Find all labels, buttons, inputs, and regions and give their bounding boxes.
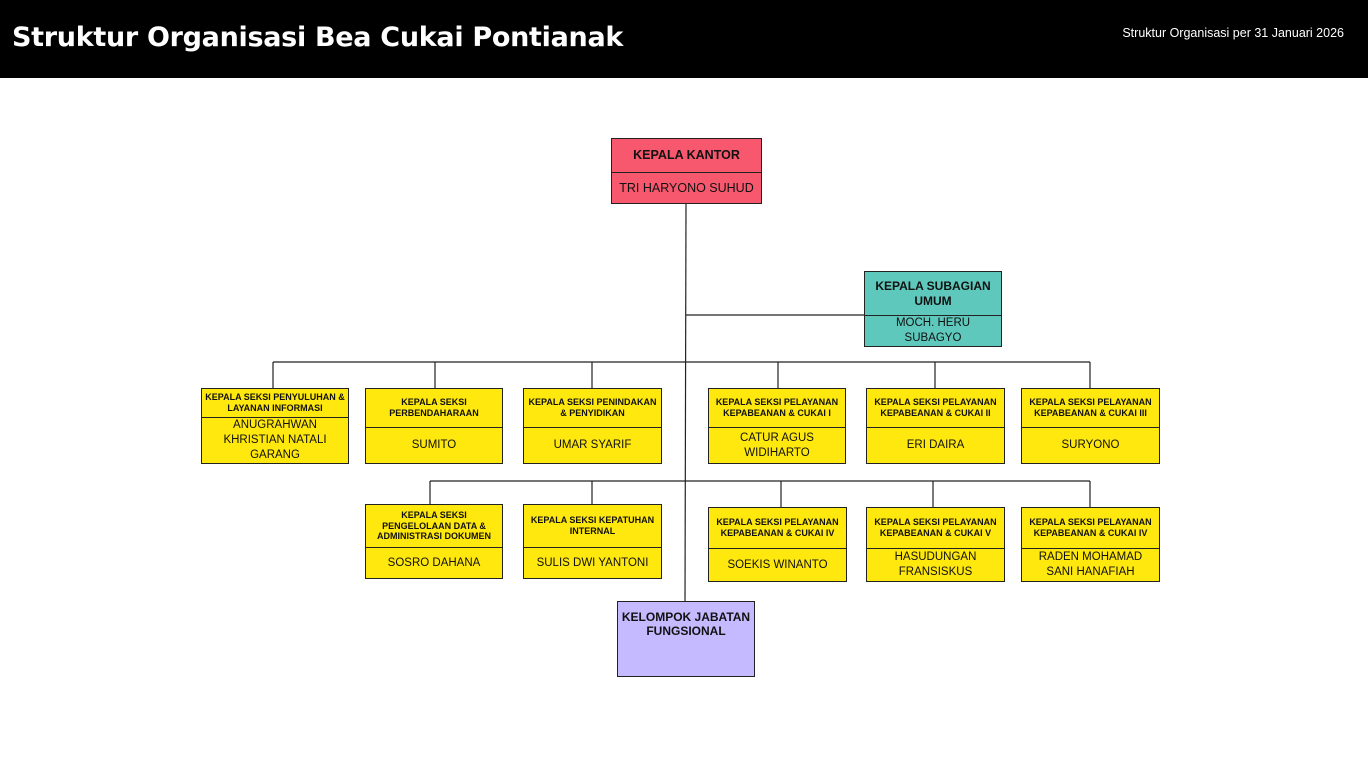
seksi-role: KEPALA SEKSI PELAYANAN KEPABEANAN & CUKA… xyxy=(709,508,846,549)
page-title: Struktur Organisasi Bea Cukai Pontianak xyxy=(12,22,624,53)
seksi-pelayanan-4-box: KEPALA SEKSI PELAYANAN KEPABEANAN & CUKA… xyxy=(708,507,847,582)
seksi-name: HASUDUNGAN FRANSISKUS xyxy=(894,551,977,578)
fungsional-role: KELOMPOK JABATAN FUNGSIONAL xyxy=(621,609,751,638)
kepala-kantor-role: KEPALA KANTOR xyxy=(612,139,761,173)
kepala-subbagian-umum-box: KEPALA SUBAGIAN UMUM MOCH. HERU SUBAGYO xyxy=(864,271,1002,347)
subbagian-umum-name: MOCH. HERU SUBAGYO xyxy=(895,317,971,344)
seksi-role: KEPALA SEKSI PELAYANAN KEPABEANAN & CUKA… xyxy=(709,389,845,428)
seksi-pelayanan-4b-box: KEPALA SEKSI PELAYANAN KEPABEANAN & CUKA… xyxy=(1021,507,1160,582)
seksi-pelayanan-1-box: KEPALA SEKSI PELAYANAN KEPABEANAN & CUKA… xyxy=(708,388,846,464)
header-bar: Struktur Organisasi Bea Cukai Pontianak … xyxy=(0,0,1368,78)
seksi-pelayanan-5-box: KEPALA SEKSI PELAYANAN KEPABEANAN & CUKA… xyxy=(866,507,1005,582)
seksi-name: RADEN MOHAMAD SANI HANAFIAH xyxy=(1038,551,1143,578)
seksi-role: KEPALA SEKSI PENGELOLAAN DATA & ADMINIST… xyxy=(366,505,502,548)
date-label: Struktur Organisasi per 31 Januari 2026 xyxy=(1122,26,1344,40)
seksi-pengelolaan-data-box: KEPALA SEKSI PENGELOLAAN DATA & ADMINIST… xyxy=(365,504,503,579)
seksi-name: SULIS DWI YANTONI xyxy=(536,556,649,569)
seksi-role: KEPALA SEKSI PENINDAKAN & PENYIDIKAN xyxy=(524,389,661,428)
seksi-penindakan-box: KEPALA SEKSI PENINDAKAN & PENYIDIKAN UMA… xyxy=(523,388,662,464)
seksi-penyuluhan-box: KEPALA SEKSI PENYULUHAN & LAYANAN INFORM… xyxy=(201,388,349,464)
seksi-role: KEPALA SEKSI PELAYANAN KEPABEANAN & CUKA… xyxy=(1022,389,1159,428)
seksi-kepatuhan-internal-box: KEPALA SEKSI KEPATUHAN INTERNAL SULIS DW… xyxy=(523,504,662,579)
seksi-role: KEPALA SEKSI PERBENDAHARAAN xyxy=(366,389,502,428)
seksi-role: KEPALA SEKSI PELAYANAN KEPABEANAN & CUKA… xyxy=(867,508,1004,549)
seksi-name: SUMITO xyxy=(411,439,457,452)
seksi-name: UMAR SYARIF xyxy=(553,439,632,452)
seksi-role: KEPALA SEKSI PENYULUHAN & LAYANAN INFORM… xyxy=(202,389,348,419)
seksi-name: ERI DAIRA xyxy=(906,439,965,452)
seksi-perbendaharaan-box: KEPALA SEKSI PERBENDAHARAAN SUMITO xyxy=(365,388,503,464)
seksi-name: ANUGRAHWAN KHRISTIAN NATALI GARANG xyxy=(223,419,327,462)
kelompok-jabatan-fungsional-box: KELOMPOK JABATAN FUNGSIONAL xyxy=(617,601,755,677)
seksi-name: SOEKIS WINANTO xyxy=(727,558,828,571)
seksi-name: SURYONO xyxy=(1061,439,1120,452)
trunk-line xyxy=(684,203,687,602)
kepala-kantor-box: KEPALA KANTOR TRI HARYONO SUHUD xyxy=(611,138,762,204)
seksi-pelayanan-3-box: KEPALA SEKSI PELAYANAN KEPABEANAN & CUKA… xyxy=(1021,388,1160,464)
seksi-name: CATUR AGUS WIDIHARTO xyxy=(740,431,814,459)
seksi-role: KEPALA SEKSI PELAYANAN KEPABEANAN & CUKA… xyxy=(867,389,1004,428)
seksi-role: KEPALA SEKSI KEPATUHAN INTERNAL xyxy=(524,505,661,548)
seksi-name: SOSRO DAHANA xyxy=(387,556,481,569)
seksi-pelayanan-2-box: KEPALA SEKSI PELAYANAN KEPABEANAN & CUKA… xyxy=(866,388,1005,464)
subbagian-umum-role: KEPALA SUBAGIAN UMUM xyxy=(865,272,1001,316)
seksi-role: KEPALA SEKSI PELAYANAN KEPABEANAN & CUKA… xyxy=(1022,508,1159,549)
kepala-kantor-name: TRI HARYONO SUHUD xyxy=(619,180,754,195)
